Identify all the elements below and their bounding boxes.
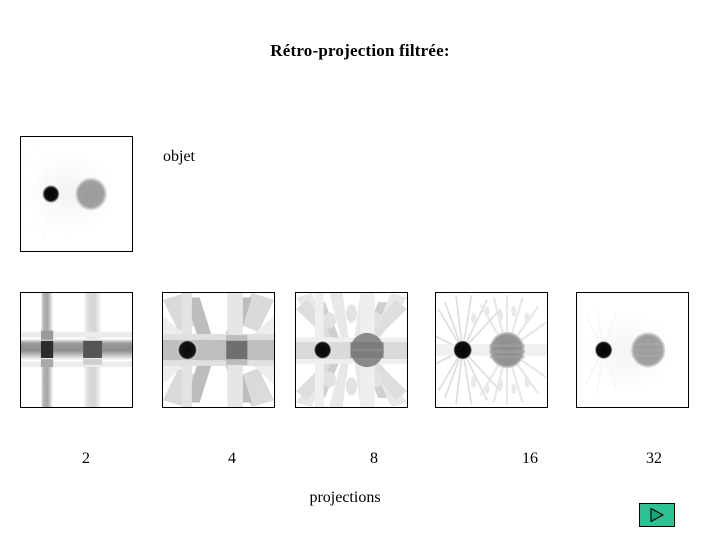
reconstruction-panel-8 bbox=[295, 292, 408, 408]
projection-count-label-16: 16 bbox=[522, 450, 538, 467]
projection-count-label-8: 8 bbox=[370, 450, 378, 467]
reconstruction-canvas-8 bbox=[296, 293, 407, 407]
reconstruction-panel-32 bbox=[576, 292, 689, 408]
reconstruction-svg-2 bbox=[21, 293, 132, 407]
reconstruction-canvas-2 bbox=[21, 293, 132, 407]
reconstruction-svg-32 bbox=[577, 293, 688, 407]
projections-axis-caption: projections bbox=[309, 489, 381, 506]
projection-count-label-32: 32 bbox=[646, 450, 662, 467]
reconstruction-panel-16 bbox=[435, 292, 548, 408]
object-label: objet bbox=[163, 148, 195, 165]
object-image-svg bbox=[21, 137, 132, 251]
reconstruction-canvas-16 bbox=[436, 293, 547, 407]
projection-count-label-4: 4 bbox=[228, 450, 236, 467]
page-title: Rétro-projection filtrée: bbox=[270, 41, 450, 60]
projection-count-label-2: 2 bbox=[82, 450, 90, 467]
object-image-canvas bbox=[21, 137, 132, 251]
play-triangle-svg bbox=[650, 507, 664, 523]
reconstruction-canvas-32 bbox=[577, 293, 688, 407]
reconstruction-canvas-4 bbox=[163, 293, 274, 407]
reconstruction-svg-16 bbox=[436, 293, 547, 407]
reconstruction-panel-2 bbox=[20, 292, 133, 408]
play-button[interactable] bbox=[639, 503, 675, 527]
reconstruction-svg-8 bbox=[296, 293, 407, 407]
play-triangle-icon bbox=[648, 507, 666, 523]
object-image-panel bbox=[20, 136, 133, 252]
reconstruction-svg-4 bbox=[163, 293, 274, 407]
reconstruction-panel-4 bbox=[162, 292, 275, 408]
